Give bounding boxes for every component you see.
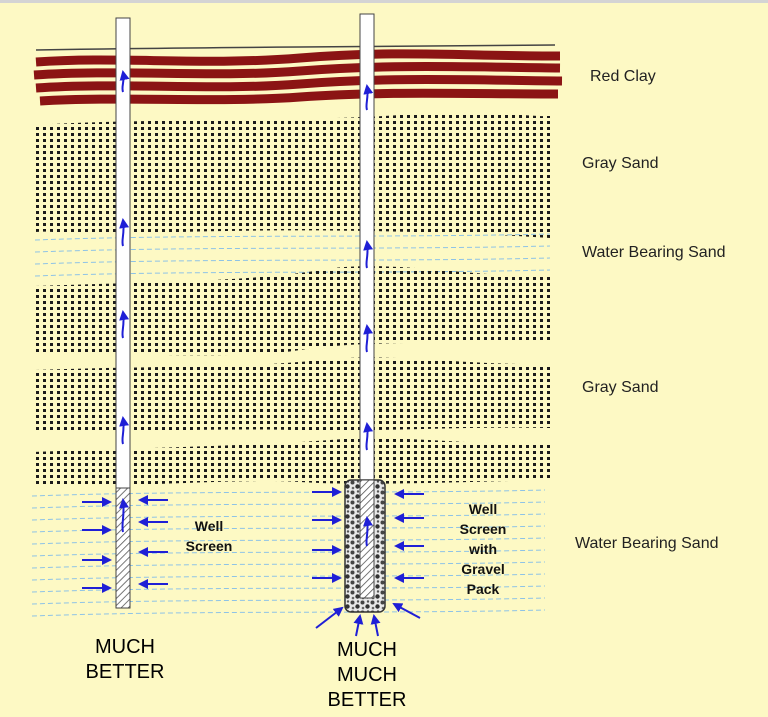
well-2-screen-label-line: Well	[468, 501, 498, 517]
well-1-flow-arrows	[119, 70, 130, 533]
well-1-caption-line: BETTER	[85, 661, 165, 683]
well-2-inflow-arrows	[312, 487, 424, 637]
window-top-strip	[0, 0, 768, 3]
gray-sand-layer-lower	[35, 266, 550, 356]
layer-label-red-clay: Red Clay	[590, 68, 656, 85]
well-1	[82, 17, 168, 609]
well-2-screen-label: Well Screen with Gravel Pack	[450, 499, 516, 599]
layer-label-gray-sand-lower: Gray Sand	[582, 379, 659, 396]
well-2-screen-label-line: Gravel	[461, 561, 505, 577]
layer-label-gray-sand-upper: Gray Sand	[582, 155, 659, 172]
well-1-screen-label-line: Screen	[185, 538, 233, 554]
water-sand-layer-lower	[31, 489, 546, 617]
well-2	[312, 13, 424, 637]
well-1-screen-label: Well Screen	[176, 516, 242, 556]
well-2-caption-line: BETTER	[327, 689, 407, 711]
well-1-screen	[115, 487, 131, 609]
gray-sand-layer-lower-3	[32, 438, 550, 487]
layer-label-water-sand-lower: Water Bearing Sand	[575, 535, 719, 552]
well-1-screen-label-line: Well	[194, 518, 224, 534]
gray-sand-layer-upper	[35, 112, 550, 238]
well-2-screen-label-line: with	[469, 541, 497, 557]
well-2-screen-label-line: Screen	[459, 521, 507, 537]
well-1-inflow-arrows	[82, 495, 168, 593]
well-1-caption: MUCH BETTER	[70, 635, 180, 685]
red-clay-layer	[33, 44, 563, 106]
gray-sand-layer-lower-2	[35, 357, 550, 432]
well-2-caption: MUCH MUCH BETTER	[312, 638, 422, 713]
well-2-flow-arrows	[363, 84, 374, 547]
well-2-caption-line: MUCH	[337, 664, 397, 686]
well-1-caption-line: MUCH	[95, 636, 155, 658]
well-2-screen-label-line: Pack	[466, 581, 500, 597]
water-sand-layer-upper	[34, 233, 551, 277]
well-2-caption-line: MUCH	[337, 639, 397, 661]
layer-label-water-sand-upper: Water Bearing Sand	[582, 244, 726, 261]
